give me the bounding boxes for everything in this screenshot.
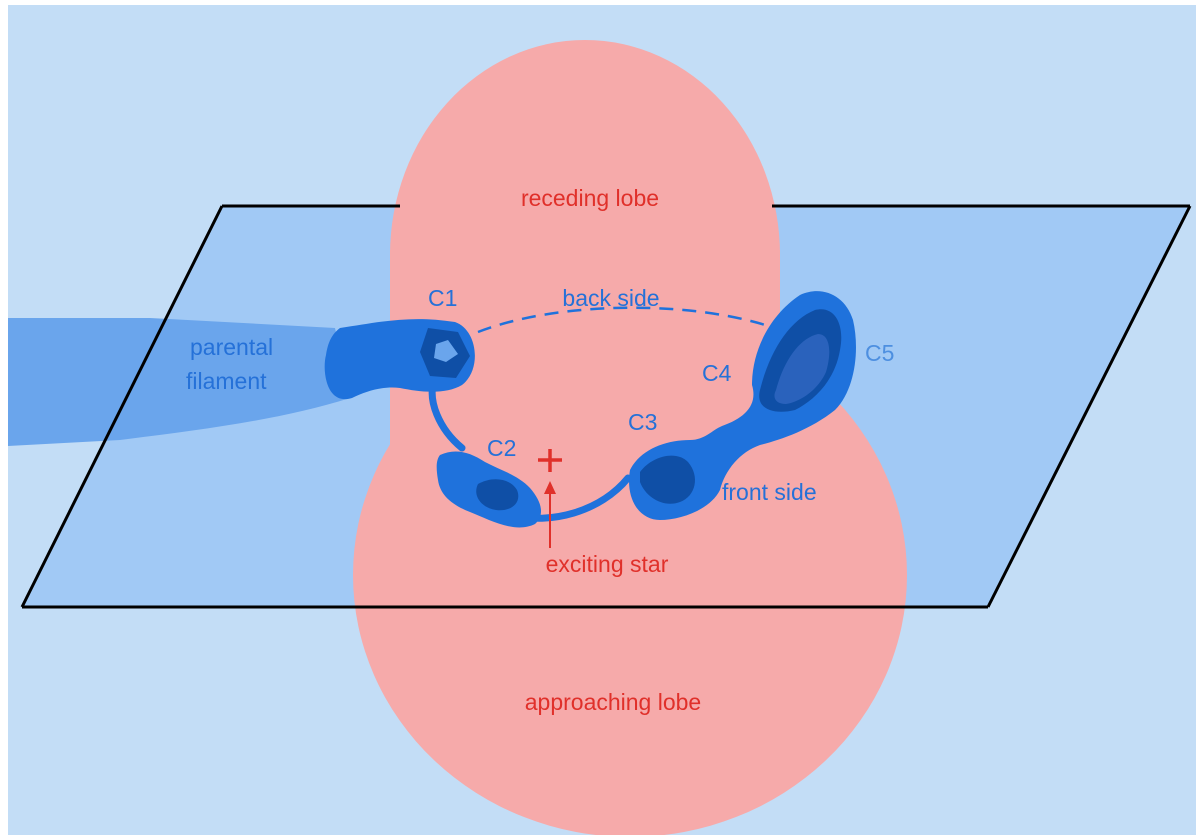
label-c5: C5 bbox=[865, 340, 894, 366]
plane-outline bbox=[20, 204, 1192, 609]
ionized-lobes bbox=[353, 40, 907, 835]
label-approaching-lobe: approaching lobe bbox=[525, 689, 701, 715]
label-c4: C4 bbox=[702, 360, 732, 386]
label-back-side: back side bbox=[562, 285, 659, 311]
label-exciting-star: exciting star bbox=[546, 551, 669, 577]
label-front-side: front side bbox=[722, 479, 817, 505]
ring-back-side bbox=[477, 306, 781, 334]
exciting-star-marker bbox=[538, 449, 562, 472]
label-receding-lobe: receding lobe bbox=[521, 185, 659, 211]
lobe-waist bbox=[390, 250, 780, 570]
label-c2: C2 bbox=[487, 435, 516, 461]
label-c1: C1 bbox=[428, 285, 457, 311]
label-c3: C3 bbox=[628, 409, 657, 435]
clump-c2 bbox=[436, 451, 542, 528]
clump-c3-c5 bbox=[629, 291, 856, 520]
clump-c1 bbox=[324, 319, 475, 400]
exciting-star-arrow bbox=[544, 481, 556, 548]
parental-filament bbox=[8, 318, 350, 446]
label-parental-filament-line1: parental bbox=[190, 334, 273, 360]
label-parental-filament-line2: filament bbox=[186, 368, 267, 394]
